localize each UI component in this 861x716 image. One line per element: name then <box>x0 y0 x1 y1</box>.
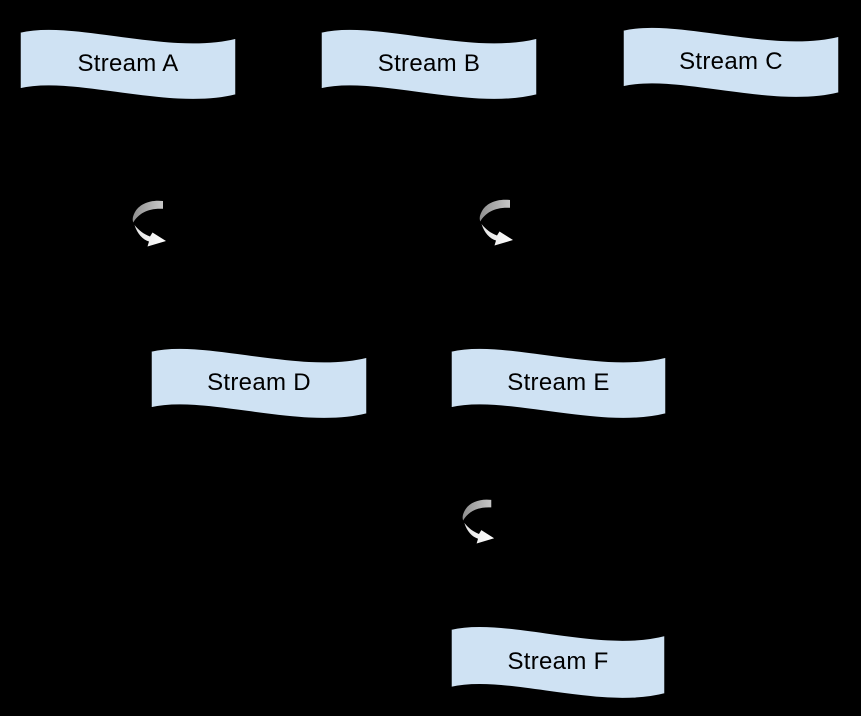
stream-node-b: Stream B <box>320 27 538 101</box>
rotate-arrow-icon <box>132 200 166 247</box>
stream-label: Stream A <box>77 50 179 77</box>
rotate-arrow-icon <box>462 499 495 544</box>
rotate-arrow-top-arc <box>479 199 510 222</box>
rotate-arrow-icon <box>479 199 513 246</box>
stream-node-e: Stream E <box>450 346 667 420</box>
stream-label: Stream B <box>377 50 481 77</box>
wavy-banner-shape <box>622 26 840 99</box>
rotate-arrow-top-arc <box>132 200 163 223</box>
rotate-arrow-bottom-arc <box>464 522 495 544</box>
wavy-banner-shape <box>450 347 667 420</box>
wavy-banner-shape <box>320 28 538 101</box>
stream-label: Stream F <box>507 648 609 675</box>
rotate-arrow-bottom-arc <box>134 225 166 247</box>
wavy-banner-shape <box>19 28 237 101</box>
wavy-banner-shape <box>450 625 666 700</box>
rotate-arrow-bottom-arc <box>481 224 513 246</box>
rotate-arrow-top-arc <box>462 499 492 521</box>
stream-node-a: Stream A <box>19 27 237 101</box>
wavy-banner-shape <box>150 347 368 420</box>
stream-label: Stream E <box>507 369 610 396</box>
stream-node-f: Stream F <box>450 624 666 700</box>
stream-node-c: Stream C <box>622 25 840 99</box>
stream-label: Stream D <box>207 369 311 396</box>
stream-node-d: Stream D <box>150 346 368 420</box>
stream-label: Stream C <box>679 48 783 75</box>
